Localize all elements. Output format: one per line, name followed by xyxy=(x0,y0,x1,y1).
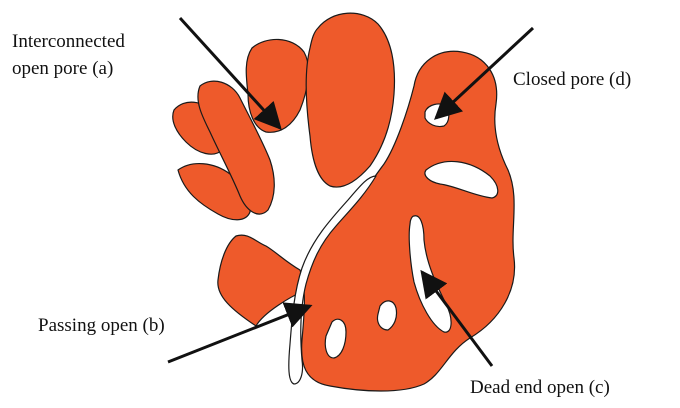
label-closed-pore: Closed pore (d) xyxy=(513,66,631,93)
label-passing-pore: Passing open (b) xyxy=(38,312,165,339)
label-interconnected-line2: open pore (a) xyxy=(12,55,113,82)
label-interconnected-line1: Interconnected xyxy=(12,28,125,55)
solid-fragment-central xyxy=(306,13,394,187)
solid-fragment-upper-middle xyxy=(246,39,308,132)
label-dead-end-pore: Dead end open (c) xyxy=(470,374,610,401)
